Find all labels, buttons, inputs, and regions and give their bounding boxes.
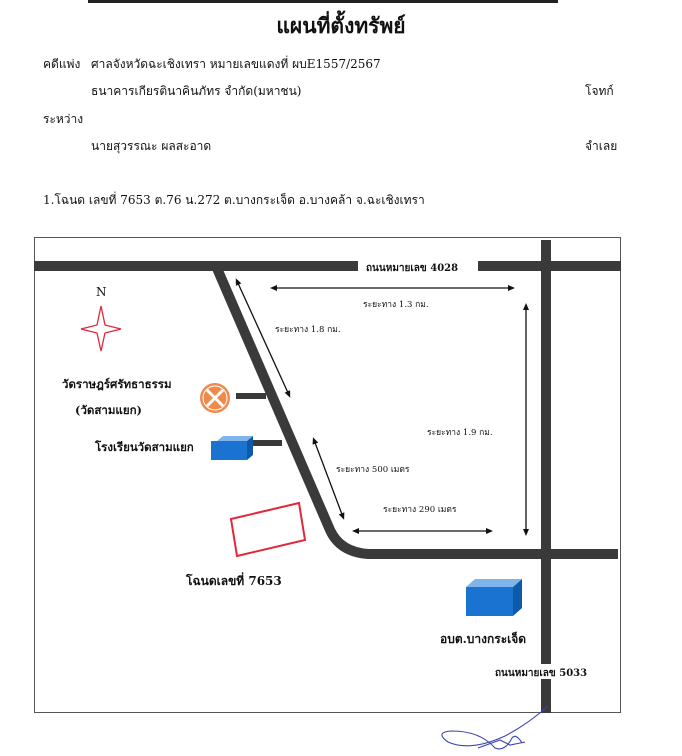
dist-500-label: ระยะทาง 500 เมตร: [336, 465, 410, 475]
office-building-icon: [466, 579, 522, 616]
page-title: แผนที่ตั้งทรัพย์: [276, 13, 406, 38]
dist-top-label: ระยะทาง 1.3 กม.: [363, 300, 429, 310]
between-label: ระหว่าง: [43, 112, 84, 126]
road-4028: [34, 261, 621, 271]
office-label: อบต.บางกระเจ็ด: [440, 631, 526, 646]
dist-right-label: ระยะทาง 1.9 กม.: [427, 428, 493, 438]
location-map: [34, 237, 621, 713]
temple-alt-label: (วัดสามแยก): [75, 403, 142, 417]
north-label: N: [96, 285, 107, 299]
distance-arrows: [235, 278, 529, 536]
temple-label: วัดราษฎร์ศรัทธาธรรม: [62, 377, 172, 391]
north-arrow-icon: [80, 305, 122, 352]
deed-map-label: โฉนดเลขที่ 7653: [185, 572, 282, 588]
arrow-500: [312, 437, 345, 520]
case-label: คดีแพ่ง: [43, 57, 81, 71]
deed-line: 1.โฉนด เลขที่ 7653 ต.76 น.272 ต.บางกระเจ…: [43, 193, 425, 207]
defendant-name: นายสุวรรณะ ผลสะอาด: [91, 139, 212, 153]
top-rule: [88, 0, 558, 3]
road-5033: [541, 240, 551, 713]
road-diagonal: [211, 264, 618, 559]
road-5033-label: ถนนหมายเลข 5033: [495, 668, 587, 679]
signature: [441, 705, 549, 750]
defendant-role: จำเลย: [585, 139, 618, 153]
road-branch-temple: [236, 393, 266, 399]
court-text: ศาลจังหวัดฉะเชิงเทรา หมายเลขแดงที่ ผบE15…: [91, 57, 381, 71]
school-label: โรงเรียนวัดสามแยก: [94, 439, 194, 454]
road-branch-school: [252, 440, 282, 446]
dist-290-label: ระยะทาง 290 เมตร: [383, 505, 457, 515]
temple-icon: [200, 383, 230, 413]
arrow-diag: [235, 278, 291, 398]
plaintiff-name: ธนาคารเกียรตินาคินภัทร จำกัด(มหาชน): [91, 84, 302, 98]
school-building-icon: [211, 436, 253, 460]
dist-diag-label: ระยะทาง 1.8 กม.: [275, 325, 341, 335]
land-plot: [229, 501, 307, 558]
plaintiff-role: โจทก์: [585, 84, 614, 98]
road-4028-label: ถนนหมายเลข 4028: [366, 263, 458, 274]
